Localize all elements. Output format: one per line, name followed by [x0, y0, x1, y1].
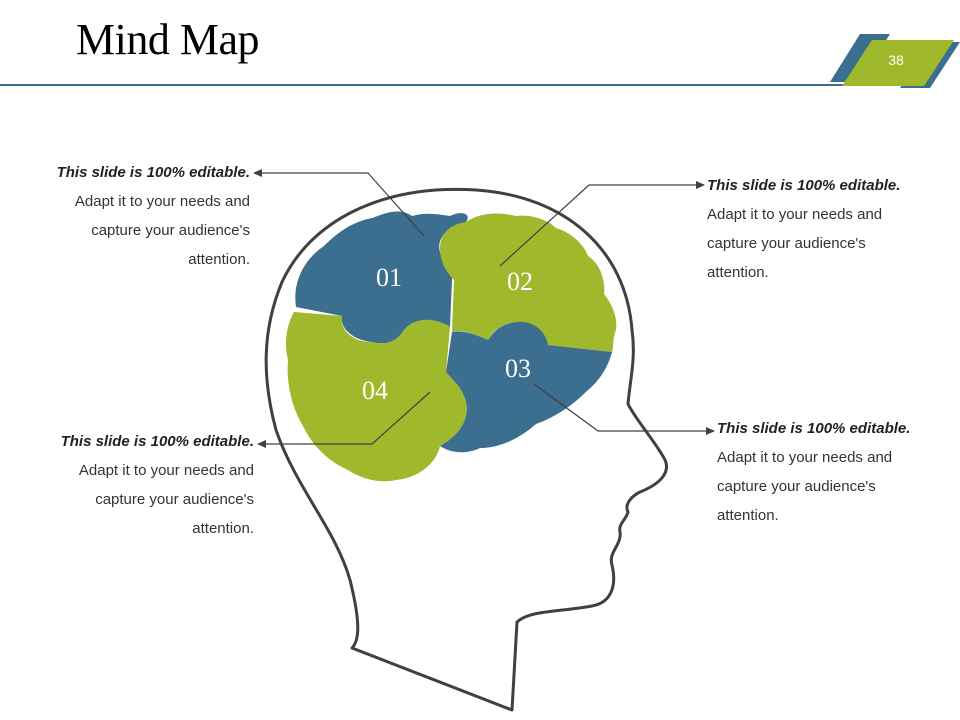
callout-03-line-2: capture your audience's	[717, 478, 876, 495]
callout-02-line-1: Adapt it to your needs and	[707, 206, 883, 223]
puzzle-piece-04	[286, 312, 467, 482]
connector-01	[253, 169, 425, 237]
callout-04-lead: This slide is 100% editable.	[60, 433, 254, 450]
callout-03-line-3: attention.	[717, 507, 779, 524]
puzzle-number-04: 04	[362, 376, 388, 405]
puzzle-piece-03	[440, 321, 612, 453]
page-number: 38	[888, 52, 904, 68]
puzzle-piece-02	[440, 213, 617, 352]
callout-01: This slide is 100% editable. Adapt it to…	[20, 158, 250, 274]
callout-04-line-1: Adapt it to your needs and	[78, 462, 254, 479]
connector-04	[257, 391, 431, 448]
callout-03: This slide is 100% editable. Adapt it to…	[717, 414, 947, 530]
callout-01-line-1: Adapt it to your needs and	[74, 193, 250, 210]
page-number-badge	[830, 34, 960, 88]
callout-03-line-1: Adapt it to your needs and	[717, 449, 893, 466]
connector-03	[533, 383, 715, 435]
puzzle-number-01: 01	[376, 263, 402, 292]
callout-04: This slide is 100% editable. Adapt it to…	[24, 427, 254, 543]
title-divider	[0, 84, 860, 86]
callout-03-lead: This slide is 100% editable.	[717, 420, 911, 437]
badge-front-parallelogram	[842, 40, 954, 86]
callout-04-line-3: attention.	[192, 520, 254, 537]
callout-04-line-2: capture your audience's	[95, 491, 254, 508]
callout-01-line-3: attention.	[188, 251, 250, 268]
slide-title: Mind Map	[76, 15, 260, 64]
connector-02	[499, 181, 705, 267]
puzzle-number-02: 02	[507, 267, 533, 296]
callout-02-lead: This slide is 100% editable.	[707, 177, 901, 194]
callout-02-line-2: capture your audience's	[707, 235, 866, 252]
callout-02: This slide is 100% editable. Adapt it to…	[707, 171, 937, 287]
puzzle-number-03: 03	[505, 354, 531, 383]
callout-01-line-2: capture your audience's	[91, 222, 250, 239]
callout-02-line-3: attention.	[707, 264, 769, 281]
puzzle-piece-01	[295, 211, 468, 344]
callout-01-lead: This slide is 100% editable.	[56, 164, 250, 181]
head-outline	[264, 187, 668, 712]
